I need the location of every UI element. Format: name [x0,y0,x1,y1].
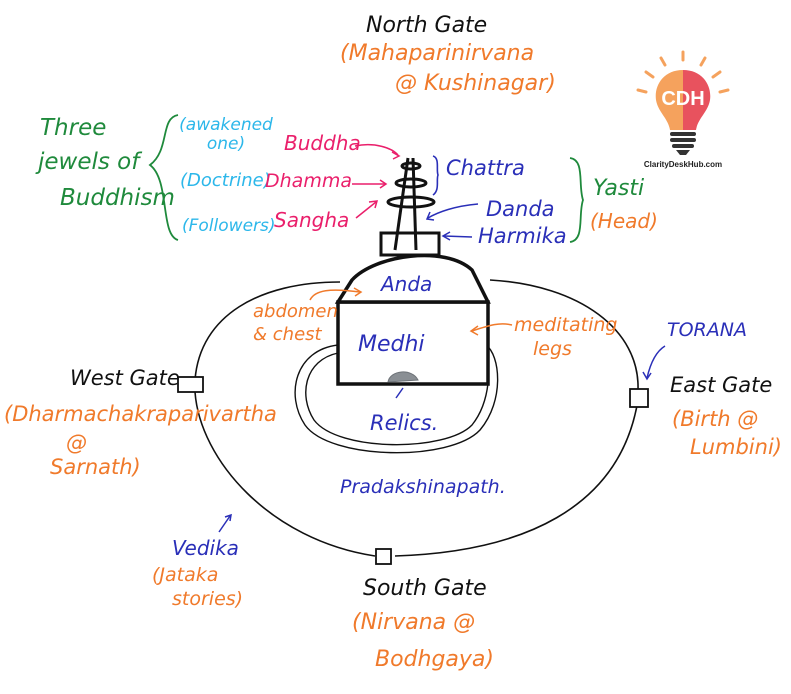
east-gate-note-line2: Lumbini) [690,435,782,459]
jewel-dhamma-name: Dhamma [265,170,352,192]
north-gate-note-line2: @ Kushinagar) [395,71,556,96]
anda-note-arrowhead [353,287,363,297]
claritydeskhub-logo: CDH ClarityDeskHub.com [628,48,738,178]
medhi-note-line1: meditating [514,314,618,336]
vedika-arrowhead [224,513,232,522]
harmika-box [379,231,441,257]
pradakshinapath-outer [294,344,499,454]
buddha-arrow [354,143,399,156]
anda-note-arrow [309,289,361,301]
medhi-note-arrowhead [469,325,479,336]
west-gate-square [177,376,204,393]
anda-note-line2: & chest [253,324,322,345]
three-jewels-heading-line1: Three [40,115,107,141]
chattra-middle [394,177,428,189]
danda-arrow [427,203,479,219]
vedika-note-line2: stories) [172,588,244,610]
harmika-arrow [443,235,473,238]
harmika-label: Harmika [478,224,567,248]
pradakshinapath-inner [305,352,490,446]
relics-arrow [395,387,404,399]
jewel-buddha-name: Buddha [284,131,361,155]
east-gate-square [629,388,649,408]
logo-site: ClarityDeskHub.com [643,160,723,169]
west-gate-note-line3: Sarnath) [50,455,141,479]
medhi-drum [336,300,490,386]
chattra-top [400,161,422,171]
torana-label: TORANA [667,319,747,341]
vedika-note-line1: (Jataka [152,564,219,586]
vedika-railing [194,279,639,557]
jewel-buddha-meaning-line2: one) [206,134,246,154]
medhi-note-arrow [471,323,513,332]
relic-casket [387,371,419,383]
south-gate-note-line2: Bodhgaya) [375,647,494,672]
east-gate-label: East Gate [670,373,773,397]
relics-label: Relics. [370,411,439,435]
torana-arrowhead [642,371,652,381]
three-jewels-brace [148,114,179,241]
anda-note-line1: abdomen [253,301,338,322]
medhi-note-line2: legs [533,338,572,360]
sangha-arrow [355,201,377,219]
north-gate-note-line1: (Mahaparinirvana [340,41,535,66]
danda-arrowhead [425,211,435,221]
north-gate-label: North Gate [366,13,488,38]
dhamma-arrowhead [379,179,388,189]
vedika-arrow [218,515,231,533]
east-gate-note-line1: (Birth @ [672,407,759,431]
sangha-arrowhead [368,200,379,209]
west-gate-label: West Gate [70,366,180,390]
jewel-buddha-meaning-line1: (awakened [179,115,273,135]
south-gate-square [375,548,392,565]
danda-left [393,157,410,251]
three-jewels-heading-line2: jewels of [38,149,140,175]
danda-right [411,157,418,251]
south-gate-note-line1: (Nirvana @ [352,610,476,635]
vedika-label: Vedika [172,536,239,560]
lightbulb-icon [636,50,730,155]
jewel-sangha-name: Sangha [274,208,350,232]
buddha-arrowhead [391,151,401,160]
medhi-label: Medhi [358,332,425,357]
chattra-brace [432,155,439,196]
torana-arrow [646,345,666,379]
yasti-label: Yasti [593,176,645,201]
chattra-label: Chattra [446,156,525,180]
danda-label: Danda [486,197,555,221]
harmika-arrowhead [441,231,451,241]
pradakshinapath-label: Pradakshinapath. [340,476,506,498]
jewel-dhamma-meaning: (Doctrine) [180,170,271,191]
jewel-sangha-meaning: (Followers) [182,216,276,236]
south-gate-label: South Gate [363,576,487,601]
logo-initials: CDH [661,88,705,110]
three-jewels-heading-line3: Buddhism [60,185,175,211]
yasti-note: (Head) [590,209,658,233]
chattra-bottom [386,195,436,209]
west-gate-note-line1: (Dharmachakraparivartha [4,402,277,426]
yasti-brace [569,157,584,243]
west-gate-note-line2: @ [66,431,87,455]
anda-label: Anda [381,272,433,296]
